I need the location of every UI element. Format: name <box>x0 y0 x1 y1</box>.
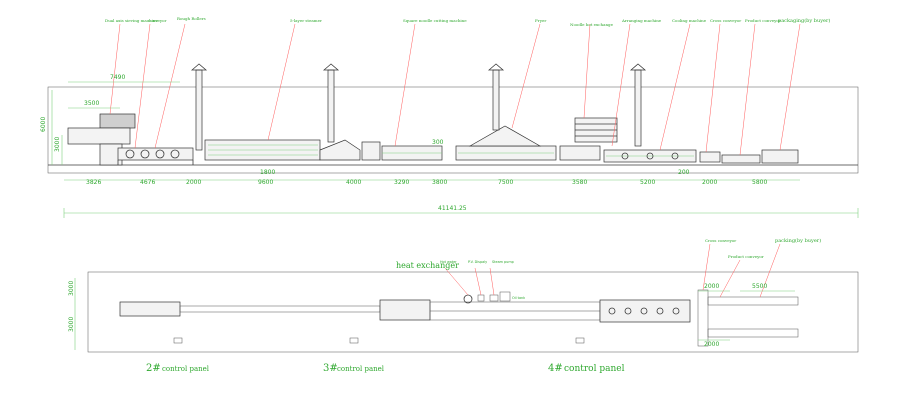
label-conveyor: conveyor <box>148 18 167 23</box>
cooling-machine <box>559 145 697 163</box>
control-panel-4-num: 4# <box>548 363 563 374</box>
rough-rollers <box>117 147 194 165</box>
hx-box1 <box>477 294 485 302</box>
label-packaging: packaging(by buyer) <box>778 17 830 24</box>
dim-9600: 9600 <box>258 179 273 186</box>
plan-product-conveyor-bottom <box>707 328 799 338</box>
chimney-2 <box>327 69 335 143</box>
control-panel-3-text: control panel <box>337 365 385 373</box>
control-panel-2-text: control panel <box>162 365 210 373</box>
label-arranging: Arranging machine <box>621 18 662 23</box>
control-panel-2-num: 2# <box>146 363 161 374</box>
chimney-4 <box>634 69 642 147</box>
dim-7500: 7500 <box>498 179 513 186</box>
label-heat-exchange: Noodle hot exchange <box>570 22 614 27</box>
hx-box2 <box>489 294 499 302</box>
elevation-frame <box>47 86 859 174</box>
plan-dimensions: 3000 3000 2000 5500 2000 <box>68 278 795 350</box>
dim-total: 41141.25 <box>438 205 467 212</box>
cross-conveyor <box>699 151 721 163</box>
label-cooling: Cooling machine <box>672 18 707 23</box>
dim-2000a: 2000 <box>186 179 201 186</box>
dim-4000: 4000 <box>346 179 361 186</box>
control-panel-4-text: control panel <box>564 364 625 374</box>
plan-label-cross-conveyor: Cross conveyor <box>705 238 736 243</box>
hx-oil-tank-label: Oil tank <box>512 296 525 300</box>
heat-exchanger-title: heat exchanger <box>396 261 459 270</box>
chimney-3 <box>492 69 500 131</box>
dim-4676: 4676 <box>140 179 155 186</box>
control-panel-4-box <box>575 337 585 344</box>
plan-frame <box>87 271 859 353</box>
dim-5800: 5800 <box>752 179 767 186</box>
plan-dim-5500: 5500 <box>752 283 767 290</box>
dim-3000-v: 3000 <box>54 137 61 152</box>
plan-dim-3000b: 3000 <box>68 317 75 332</box>
plan-cross-conveyor <box>697 289 709 347</box>
plan-label-packaging: packing(by buyer) <box>775 237 821 244</box>
plan-steamer <box>179 305 381 313</box>
dim-200: 200 <box>678 169 690 176</box>
dim-300: 300 <box>432 139 444 146</box>
label-product-conveyor: Product conveyor <box>745 18 781 23</box>
chimney-1 <box>195 69 203 151</box>
dim-3800: 3800 <box>432 179 447 186</box>
hx-oil-tank <box>499 291 511 302</box>
dim-3826: 3826 <box>86 179 101 186</box>
label-fryer: Fryer <box>535 18 546 23</box>
dim-3500: 3500 <box>84 100 99 107</box>
hx-sub-hot-water: Hot water <box>440 260 457 264</box>
control-panel-2-box <box>173 337 183 344</box>
dim-6000: 6000 <box>40 117 47 132</box>
plan-label-product-conveyor: Product conveyor <box>728 254 764 259</box>
leader-lines <box>109 23 801 156</box>
control-panels: 2# control panel 3# control panel 4# con… <box>146 337 625 374</box>
fryer <box>455 63 557 161</box>
plan-cutter <box>379 299 431 321</box>
sieve-machine <box>99 113 136 129</box>
hx-sub-steam-pump: Steam pump <box>492 260 514 264</box>
cutting-machine <box>319 139 443 161</box>
control-panel-3-box <box>349 337 359 344</box>
heat-exchange-cabinet <box>574 63 647 147</box>
dim-5200: 5200 <box>640 179 655 186</box>
label-cutting: Square noodle cutting machine <box>403 18 467 23</box>
label-steamer: 5-layer steamer <box>290 18 322 23</box>
dim-7490: 7490 <box>110 74 125 81</box>
equipment-labels: Dual axis sieving machine conveyor Rough… <box>105 16 830 27</box>
plan-product-conveyor-top <box>707 296 799 306</box>
dim-3290: 3290 <box>394 179 409 186</box>
dim-1800: 1800 <box>260 169 275 176</box>
plan-dim-2000b: 2000 <box>704 341 719 348</box>
hx-sub-display: P.V. Dispaly <box>468 260 487 264</box>
plan-dim-2000a: 2000 <box>704 283 719 290</box>
plan-infeed <box>119 301 181 317</box>
elevation-dimensions: 7490 3500 6000 3000 3826 4676 2000 1800 … <box>40 74 859 218</box>
steamer <box>190 63 340 161</box>
elevation-view: Dual axis sieving machine conveyor Rough… <box>40 16 859 218</box>
plan-view: heat exchanger Hot water P.V. Dispaly St… <box>68 237 859 374</box>
plan-dim-3000a: 3000 <box>68 281 75 296</box>
product-conveyor <box>721 154 761 164</box>
sieve-hopper <box>67 127 131 145</box>
label-dual-sieve: Dual axis sieving machine <box>105 18 158 23</box>
dim-2000b: 2000 <box>702 179 717 186</box>
label-cross-conveyor: Cross conveyor <box>710 18 741 23</box>
control-panel-3-num: 3# <box>323 363 338 374</box>
plan-cooler <box>599 299 691 323</box>
packaging-machine <box>761 149 799 164</box>
label-rough-rollers: Rough Rollers <box>177 16 206 21</box>
dim-3580: 3580 <box>572 179 587 186</box>
